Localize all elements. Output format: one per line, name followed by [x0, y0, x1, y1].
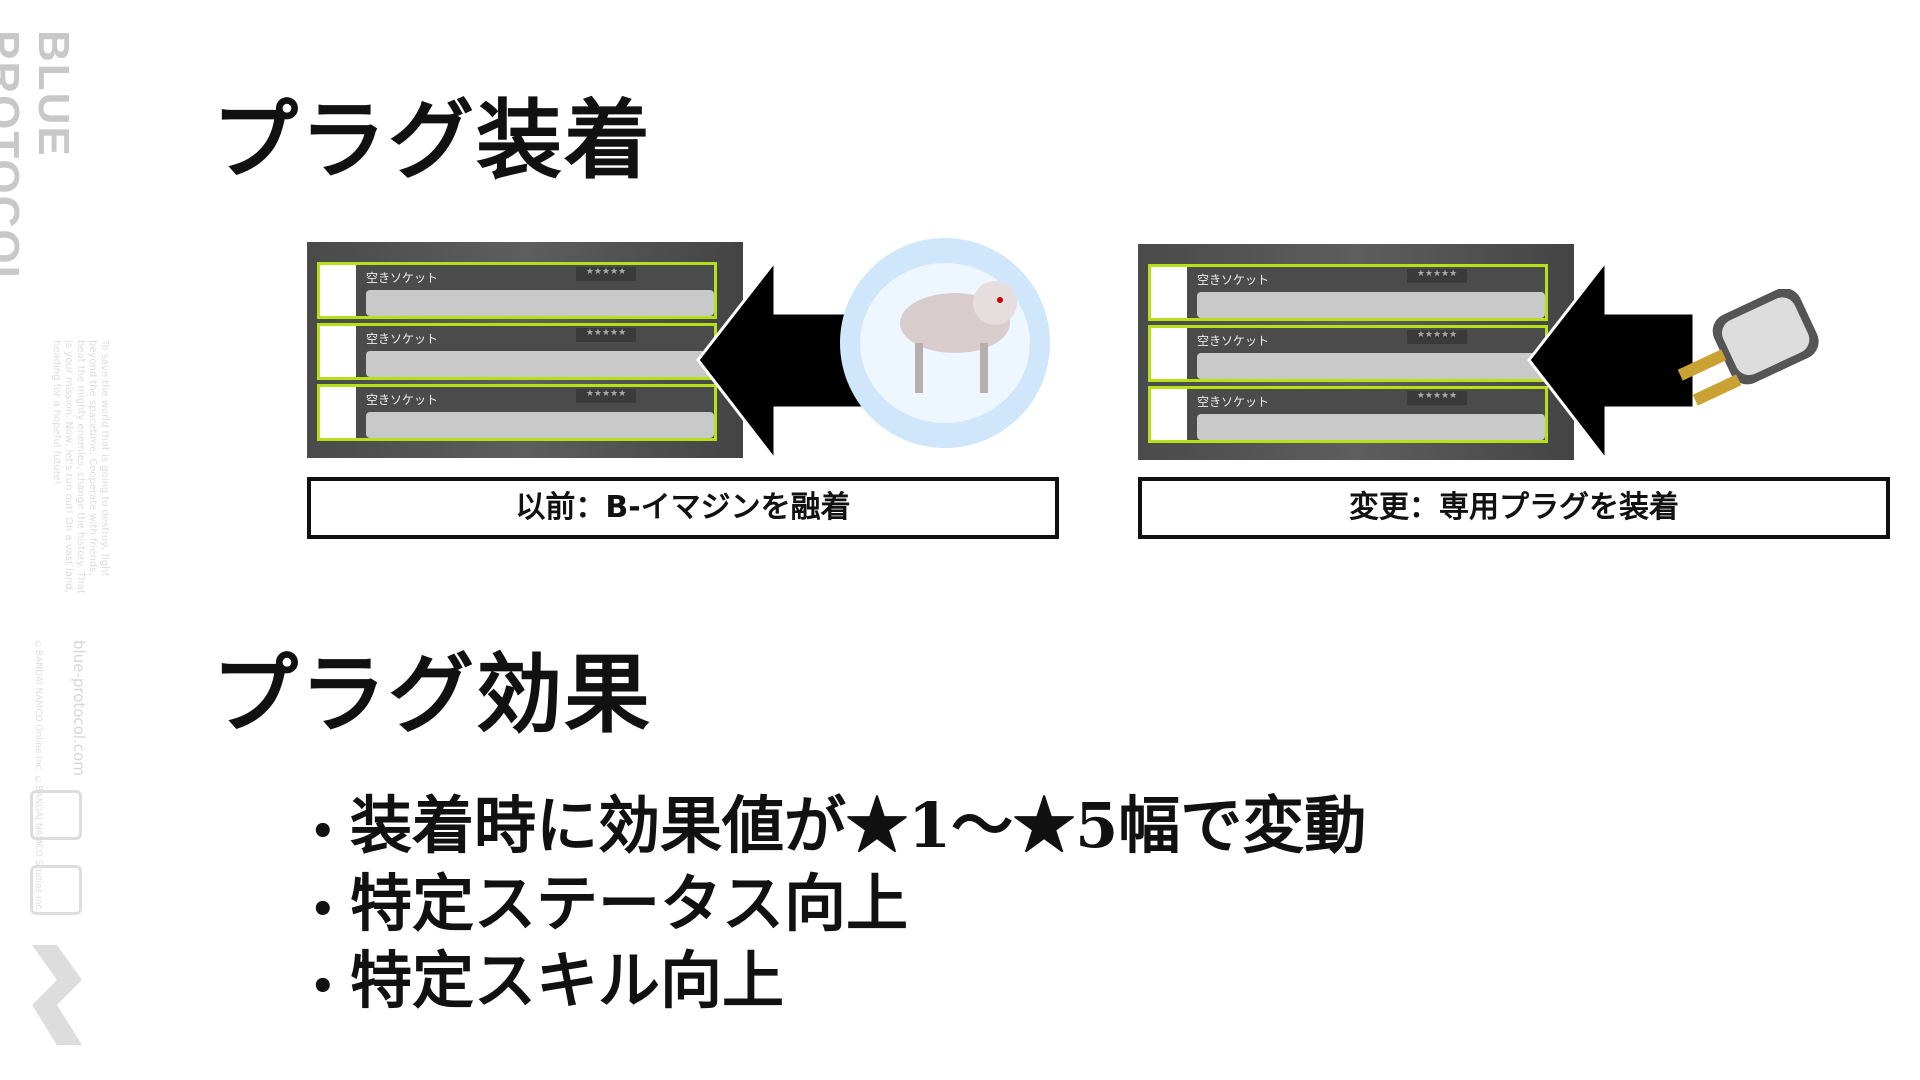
socket-slot: 空きソケット ★★★★★ — [317, 323, 717, 380]
socket-slot: 空きソケット ★★★★★ — [1148, 264, 1548, 321]
copyright: ©BANDAI NAMCO Online Inc. ©BANDAI NAMCO … — [33, 640, 43, 913]
slot-stars: ★★★★★ — [576, 389, 636, 403]
slot-label: 空きソケット — [1197, 273, 1270, 287]
bullet-item: • 特定ステータス向上 — [310, 853, 908, 943]
b-imagine-creature-icon — [840, 238, 1050, 448]
site-url: blue-protocol.com — [70, 640, 88, 776]
bullet-icon: • — [310, 807, 336, 855]
bullet-text: 特定ステータス向上 — [350, 867, 909, 940]
bullet-icon: • — [310, 962, 336, 1010]
slot-stars: ★★★★★ — [576, 267, 636, 281]
bullet-item: • 装着時に効果値が★1～★5幅で変動 — [310, 775, 1366, 865]
slot-label: 空きソケット — [366, 271, 439, 285]
tagline: To save the world that is going to destr… — [51, 340, 110, 594]
sidebar-branding: BLUE PROTOCOL To save the world that is … — [0, 0, 110, 1080]
crest-icon — [30, 865, 82, 915]
section-title-equip: プラグ装着 — [212, 90, 652, 191]
socket-slot: 空きソケット ★★★★★ — [1148, 325, 1548, 382]
project-logo-icon — [32, 945, 82, 1045]
bullet-text: 特定スキル向上 — [350, 944, 785, 1017]
arrow-left-icon — [1527, 258, 1696, 463]
socket-panel-before: 空きソケット ★★★★★ 空きソケット ★★★★★ 空きソケット ★★★★★ — [307, 242, 743, 458]
slot-stars: ★★★★★ — [1407, 269, 1467, 283]
socket-panel-after: 空きソケット ★★★★★ 空きソケット ★★★★★ 空きソケット ★★★★★ — [1138, 244, 1574, 460]
caption-after: 変更：専用プラグを装着 — [1138, 477, 1890, 539]
emblem-icon — [30, 790, 82, 840]
socket-slot: 空きソケット ★★★★★ — [317, 262, 717, 319]
slot-label: 空きソケット — [366, 332, 439, 346]
caption-before: 以前：B-イマジンを融着 — [307, 477, 1059, 539]
slot-stars: ★★★★★ — [1407, 391, 1467, 405]
socket-slot: 空きソケット ★★★★★ — [317, 384, 717, 441]
slot-label: 空きソケット — [1197, 395, 1270, 409]
bullet-item: • 特定スキル向上 — [310, 930, 784, 1020]
bullet-icon: • — [310, 885, 336, 933]
plug-icon — [1677, 289, 1819, 406]
socket-slot: 空きソケット ★★★★★ — [1148, 386, 1548, 443]
slot-label: 空きソケット — [366, 393, 439, 407]
slot-label: 空きソケット — [1197, 334, 1270, 348]
section-title-effect: プラグ効果 — [212, 644, 652, 745]
slot-stars: ★★★★★ — [576, 328, 636, 342]
blue-protocol-logo: BLUE PROTOCOL — [0, 30, 78, 295]
bullet-text: 装着時に効果値が★1～★5幅で変動 — [350, 789, 1367, 862]
slot-stars: ★★★★★ — [1407, 330, 1467, 344]
